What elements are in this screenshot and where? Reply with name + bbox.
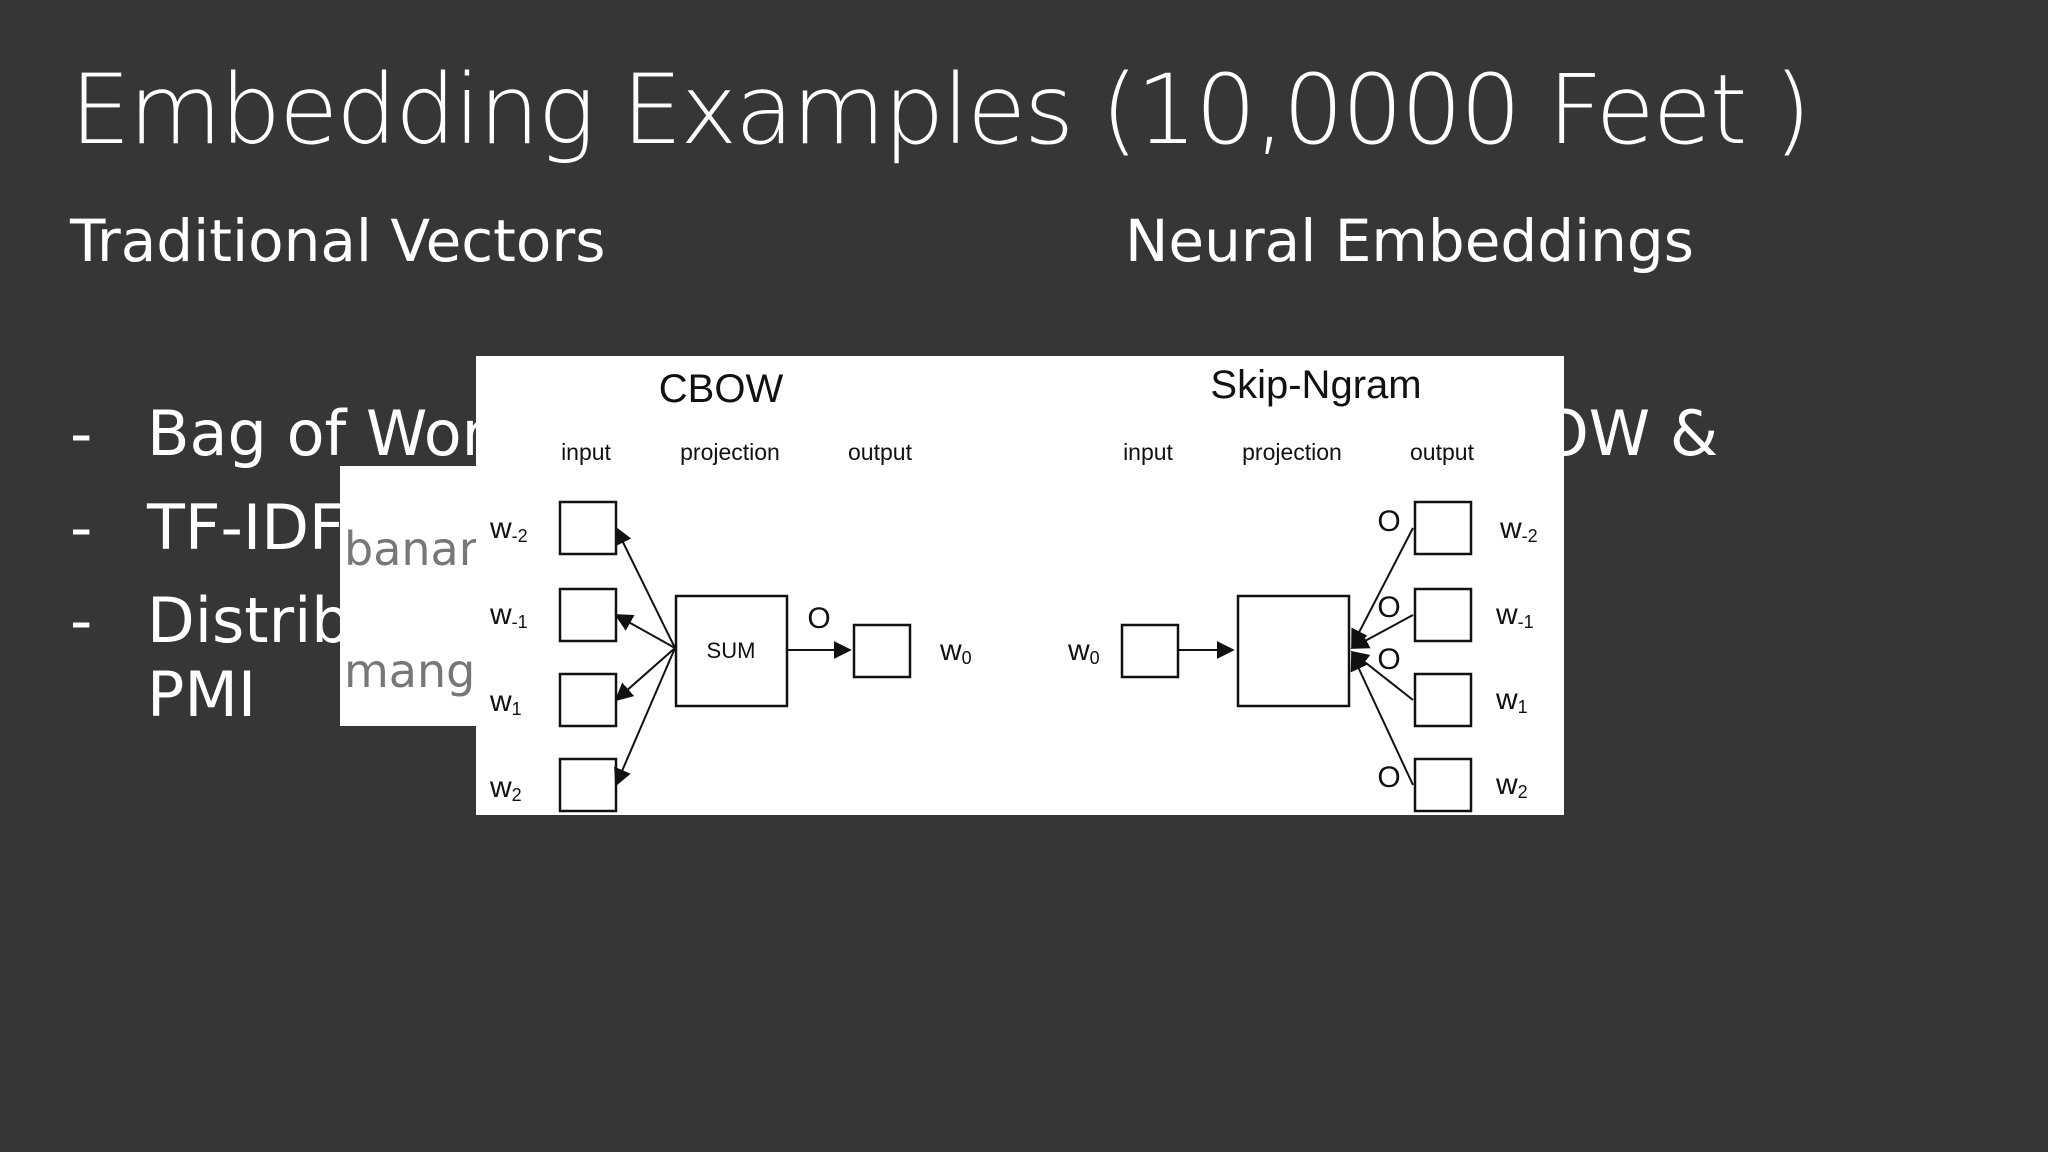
svg-text:w1: w1 — [1495, 683, 1528, 717]
skip-col-input: input — [1123, 439, 1173, 465]
svg-text:SUM: SUM — [707, 638, 756, 663]
cbow-input-box — [558, 672, 618, 728]
svg-text:w2: w2 — [1495, 768, 1528, 802]
bullet-dash: - — [70, 397, 93, 470]
cbow-col-output: output — [848, 439, 913, 465]
slide-title: Embedding Examples (10,0000 Feet ) — [70, 54, 1811, 166]
right-bullet-fragment: OW & — [1540, 397, 1719, 470]
cbow-input-w2: w2 — [489, 757, 618, 813]
bullet-text: Bag of Word — [147, 397, 526, 470]
svg-text:w-2: w-2 — [489, 512, 528, 546]
svg-text:w-1: w-1 — [1495, 598, 1534, 632]
cbow-output-w0: w0 — [852, 623, 972, 679]
skip-output-w1: w1 — [1413, 672, 1528, 728]
skip-projection-box — [1236, 594, 1351, 708]
bullet-text: TF-IDF — [147, 491, 345, 564]
cbow-projection-sum: SUM — [674, 594, 789, 708]
bullet-continuation: PMI — [147, 658, 257, 731]
inset-word-banana: banana — [344, 522, 500, 576]
skip-o-label: O — [1377, 761, 1400, 794]
bullet-dash: - — [70, 491, 93, 564]
skip-input-w0: w0 — [1067, 623, 1180, 679]
cbow-input-w-1: w-1 — [489, 587, 618, 643]
right-column-heading: Neural Embeddings — [1125, 207, 1694, 275]
skip-o-label: O — [1377, 591, 1400, 624]
skip-output-w-2: w-2 — [1413, 500, 1538, 556]
cbow-connection-arrows — [614, 526, 852, 787]
skip-o-label: O — [1377, 505, 1400, 538]
left-column-heading: Traditional Vectors — [70, 207, 606, 275]
cbow-input-w-2: w-2 — [489, 500, 618, 556]
bullet-dash: - — [70, 584, 93, 657]
cbow-skipgram-diagram: CBOW input projection output w-2 w-1 w1 … — [476, 356, 1564, 815]
word-inset-image: banana mango — [340, 466, 500, 726]
skip-o-label: O — [1377, 643, 1400, 676]
svg-text:w2: w2 — [489, 771, 522, 805]
cbow-input-box — [558, 587, 618, 643]
svg-text:w-2: w-2 — [1499, 512, 1538, 546]
skip-output-w-1: w-1 — [1413, 587, 1534, 643]
cbow-col-projection: projection — [680, 439, 780, 465]
svg-text:w1: w1 — [489, 685, 522, 719]
svg-text:w0: w0 — [939, 634, 972, 668]
svg-text:w0: w0 — [1067, 634, 1100, 668]
inset-word-mango: mango — [344, 644, 500, 698]
skip-col-output: output — [1410, 439, 1475, 465]
skip-col-projection: projection — [1242, 439, 1342, 465]
cbow-o-label: O — [807, 602, 830, 635]
skip-connection-arrows — [1178, 527, 1414, 786]
svg-text:w-1: w-1 — [489, 598, 528, 632]
skip-output-w2: w2 — [1413, 757, 1528, 813]
cbow-input-w1: w1 — [489, 672, 618, 728]
skip-title: Skip-Ngram — [1210, 363, 1421, 407]
cbow-title: CBOW — [659, 367, 784, 411]
cbow-col-input: input — [561, 439, 611, 465]
cbow-input-box — [558, 500, 618, 556]
cbow-input-box — [558, 757, 618, 813]
